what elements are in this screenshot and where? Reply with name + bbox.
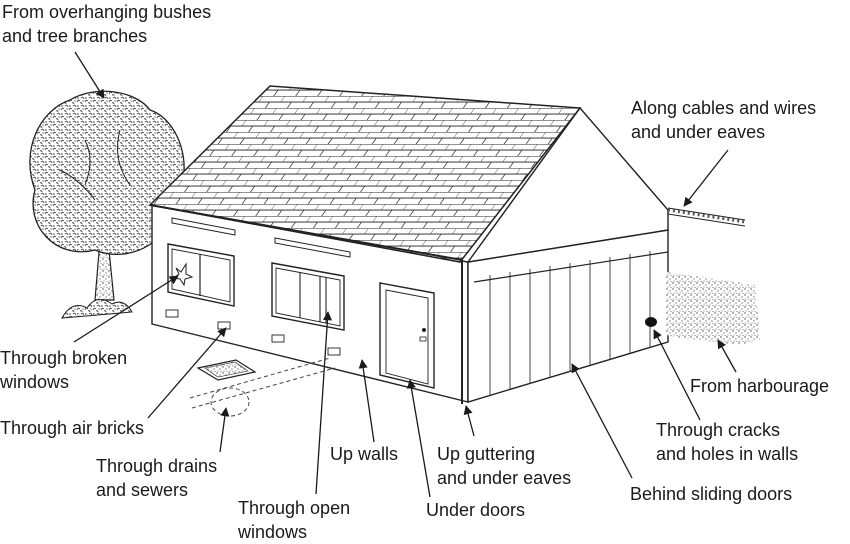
- label-air-bricks: Through air bricks: [0, 418, 145, 438]
- leader-arrows: [73, 51, 737, 498]
- label-harbourage: From harbourage: [690, 376, 830, 396]
- drain: [189, 357, 336, 417]
- label-drains: Through drains and sewers: [96, 456, 218, 500]
- label-open-windows: Through open windows: [238, 498, 351, 542]
- label-doors: Under doors: [426, 500, 526, 520]
- cables: [667, 207, 746, 227]
- label-bushes: From overhanging bushes and tree branche…: [2, 2, 212, 46]
- label-broken-windows: Through broken windows: [0, 348, 128, 392]
- label-walls: Up walls: [330, 444, 399, 464]
- tree: [29, 90, 185, 319]
- label-cracks: Through cracks and holes in walls: [656, 420, 799, 464]
- label-guttering: Up guttering and under eaves: [437, 444, 572, 488]
- house: [148, 85, 669, 404]
- label-sliding-doors: Behind sliding doors: [630, 484, 793, 504]
- label-cables: Along cables and wires and under eaves: [631, 98, 817, 142]
- harbourage: [666, 272, 760, 345]
